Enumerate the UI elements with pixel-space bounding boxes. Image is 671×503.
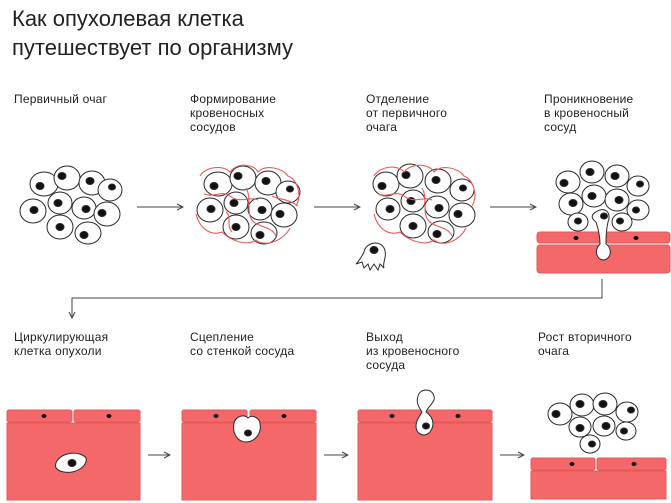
step-label-intravasation: Проникновение в кровеносный сосуд [544,92,633,134]
step-label-line: Циркулирующая [14,330,109,344]
secondary-tumor-cluster [547,392,639,454]
step-label-line: Отделение [366,92,430,106]
detaching-cell [355,242,386,272]
step-label-line: Сцепление [190,330,255,344]
step-label-detachment: Отделение от первичного очага [366,92,447,134]
extravasation-scene [357,389,493,501]
vessel-lumen [357,422,493,501]
step-label-adhesion: Сцепление со стенкой сосуда [190,330,294,358]
step-label-line: Выход [366,330,403,344]
step-label-line: очага [538,344,570,358]
step-label-extravasation: Выход из кровеносного сосуда [366,330,459,372]
step-label-angiogenesis: Формирование кровеносных сосудов [190,92,276,134]
primary-tumor-cluster [19,165,123,245]
step-label-line: Первичный очаг [14,92,108,106]
step-label-line: очага [366,120,398,134]
tumor-cell [233,415,261,443]
capillary-vessels [195,164,300,244]
vessel-wall-upper [6,409,73,423]
step-label-line: сосуд [544,120,577,134]
step-label-secondary-growth: Рост вторичного очага [538,330,632,358]
step-label-line: Формирование [190,92,277,106]
step-label-line: Рост вторичного [538,330,632,344]
flow-arrows [72,207,603,455]
tumor-cell [55,452,87,473]
vessel-wall-upper [530,457,596,471]
detachment-cluster [355,163,476,272]
title-line-2: путешествует по организму [12,35,293,60]
step-label-line: со стенкой сосуда [190,344,295,358]
angiogenesis-cluster [195,164,301,245]
step-label-line: Проникновение [544,92,634,106]
vessel-lumen [530,470,667,500]
adhesion-scene [181,409,317,501]
diagram-title: Как опухолевая клетка путешествует по ор… [12,4,432,62]
step-label-line: клетка опухоли [14,344,102,358]
step-label-line: кровеносных [190,106,265,120]
step-label-line: в кровеносный [544,106,630,120]
step-label-primary-tumor: Первичный очаг [14,92,107,106]
circulating-cell-scene [6,409,141,501]
secondary-growth-scene [530,392,667,500]
step-label-line: из кровеносного [366,344,460,358]
step-label-line: от первичного [366,106,448,120]
step-label-line: сосуда [366,358,406,372]
capillary-vessels [373,164,476,244]
title-line-1: Как опухолевая клетка [12,6,244,31]
step-label-circulating-cell: Циркулирующая клетка опухоли [14,330,108,358]
intravasation-scene [536,160,671,274]
tumor-cell [415,389,435,436]
arrow-row-connector [72,279,603,318]
step-label-line: сосудов [190,120,236,134]
